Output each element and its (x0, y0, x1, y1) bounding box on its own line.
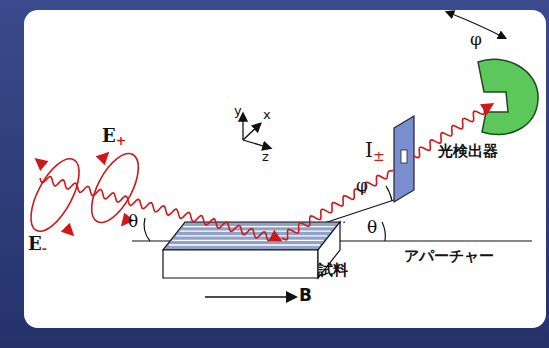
photodetector (478, 59, 538, 134)
sample-block (163, 222, 340, 278)
axis-label: x (263, 108, 271, 122)
light-wave (40, 177, 280, 241)
symbol-label: E+ (102, 126, 126, 148)
symbol-label: θ (128, 212, 138, 231)
axis-label: z (262, 150, 269, 164)
stripe (169, 244, 320, 245)
stripe (180, 231, 331, 232)
part-label: B (299, 286, 312, 305)
light-wave (282, 170, 394, 240)
part-label: 試料 (318, 262, 348, 279)
symbol-label: I± (365, 139, 385, 164)
part-label: 光検出器 (438, 143, 498, 160)
axis-label: y (234, 104, 242, 118)
symbol-label: θ (367, 218, 377, 237)
stripe (176, 235, 327, 236)
aperture (394, 116, 414, 202)
symbol-label: φ (356, 176, 368, 195)
stripe (173, 240, 324, 241)
symbol-label: E- (28, 234, 47, 256)
symbol-label: φ (470, 30, 482, 49)
part-label: アパーチャー (404, 248, 494, 265)
stripe (183, 226, 334, 227)
